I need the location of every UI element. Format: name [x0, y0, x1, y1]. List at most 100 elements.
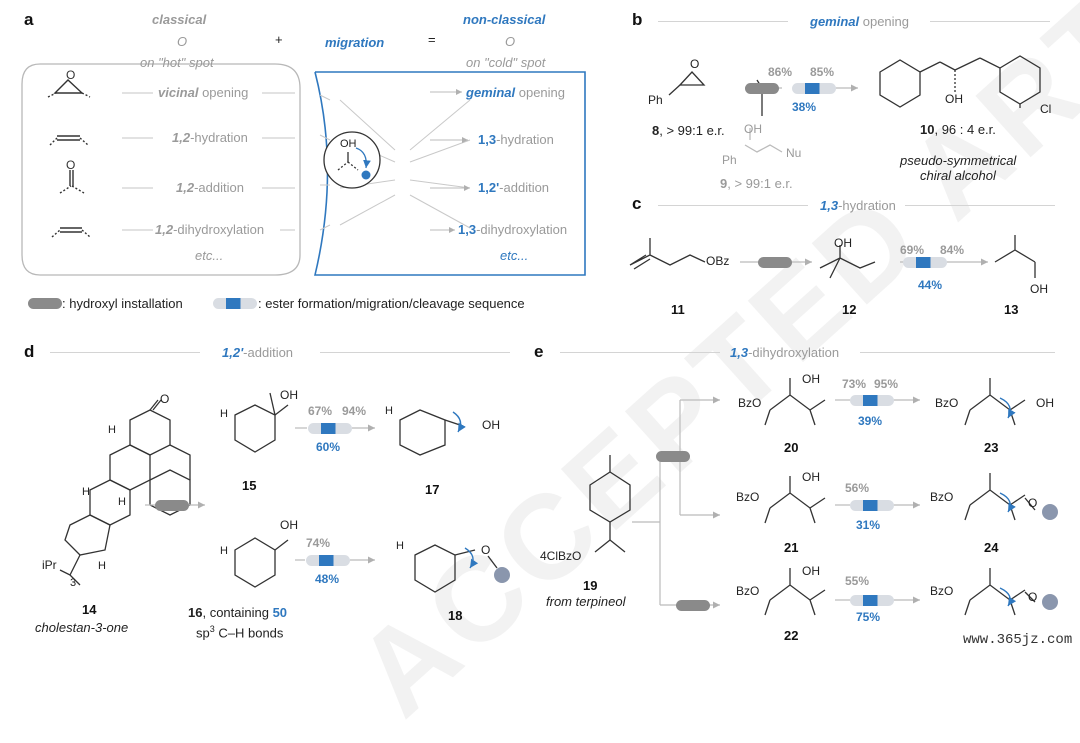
- h-label-4: H: [98, 560, 106, 572]
- h-label-2: H: [82, 486, 90, 498]
- oh-9: OH: [744, 122, 762, 136]
- row-right-hydration: 1,3-hydration: [478, 132, 554, 147]
- bzo-20: BzO: [738, 396, 762, 410]
- ester-19: 4ClBzO: [540, 549, 582, 563]
- panel-c-title: 1,3-hydration: [820, 198, 896, 213]
- ipr-14: iPr: [42, 558, 57, 572]
- b-yield-1: 86%: [768, 65, 793, 79]
- compound-8: 8, > 99:1 e.r.: [652, 123, 725, 138]
- terpineol-name: from terpineol: [546, 594, 626, 609]
- oh-20: OH: [802, 372, 820, 386]
- e-hydroxyl-pill-2: [676, 600, 710, 611]
- caption-10-line2: chiral alcohol: [920, 168, 996, 183]
- compound-12: 12: [842, 302, 857, 317]
- e21-ester-pill: [850, 500, 894, 511]
- legend-hydroxyl: : hydroxyl installation: [62, 296, 183, 311]
- row-left-hydration: 1,2-hydration: [172, 130, 248, 145]
- compound-16-line1: 16, containing 50: [188, 605, 288, 620]
- compound-16-line2: sp3 C–H bonds: [196, 624, 284, 641]
- oh-17: OH: [482, 418, 500, 432]
- e20-yield-2: 95%: [874, 377, 899, 391]
- hydroxyl-pill-icon: [28, 298, 62, 309]
- compound-18: 18: [448, 608, 463, 623]
- e20-ester-pill: [850, 395, 894, 406]
- migration-label: migration: [325, 35, 385, 50]
- e22-yield-2: 75%: [856, 610, 881, 624]
- hot-spot-label: on "hot" spot: [140, 55, 214, 70]
- compound-21: 21: [784, 540, 799, 555]
- bzo-23: BzO: [935, 396, 959, 410]
- row-right-dihydroxylation: 1,3-dihydroxylation: [458, 222, 568, 237]
- e-hydroxyl-pill-1: [656, 451, 690, 462]
- row-left-addition: 1,2-addition: [176, 180, 244, 195]
- nonclassical-label: non-classical: [463, 12, 546, 27]
- o-25: O: [1028, 590, 1038, 604]
- d16-ester-pill: [306, 555, 350, 566]
- e20-yield-1: 73%: [842, 377, 867, 391]
- c-hydroxyl-pill: [758, 257, 792, 268]
- compound-15: 15: [242, 478, 257, 493]
- o-24: O: [1028, 496, 1038, 510]
- row-right-addition: 1,2'-addition: [478, 180, 550, 195]
- h-16: H: [220, 545, 228, 557]
- e20-yield-3: 39%: [858, 414, 883, 428]
- nu-9: Nu: [786, 146, 802, 160]
- e22-ester-pill: [850, 595, 894, 606]
- ph-8: Ph: [648, 93, 663, 107]
- panel-e-letter: e: [534, 342, 544, 361]
- bzo-22: BzO: [736, 584, 760, 598]
- compound-22: 22: [784, 628, 799, 643]
- oh-13: OH: [1030, 282, 1048, 296]
- row-left-dihydroxylation: 1,2-dihydroxylation: [155, 222, 265, 237]
- b-yield-3: 38%: [792, 100, 817, 114]
- classical-label: classical: [152, 12, 207, 27]
- oh-21: OH: [802, 470, 820, 484]
- e21-yield-1: 56%: [845, 481, 870, 495]
- bzo-21: BzO: [736, 490, 760, 504]
- bzo-24: BzO: [930, 490, 954, 504]
- h-17: H: [385, 405, 393, 417]
- d15-ester-pill: [308, 423, 352, 434]
- e22-yield-1: 55%: [845, 574, 870, 588]
- obz-11: OBz: [706, 254, 730, 268]
- cl-10: Cl: [1040, 102, 1052, 116]
- svg-text:O: O: [66, 68, 75, 82]
- compound-24: 24: [984, 540, 999, 555]
- b-yield-2: 85%: [810, 65, 835, 79]
- etc-left: etc...: [195, 248, 224, 263]
- h-18: H: [396, 540, 404, 552]
- equals-sign: =: [428, 32, 436, 47]
- b-hydroxyl-pill: [745, 83, 779, 94]
- d16-yield-1: 74%: [306, 536, 331, 550]
- o-8: O: [690, 57, 700, 71]
- d15-yield-3: 60%: [316, 440, 341, 454]
- panel-e-title: 1,3-dihydroxylation: [730, 345, 840, 360]
- d16-yield-2: 48%: [315, 572, 340, 586]
- e21-yield-2: 31%: [856, 518, 881, 532]
- legend-ester: : ester formation/migration/cleavage seq…: [258, 296, 525, 311]
- panel-a-letter: a: [24, 10, 34, 29]
- panel-b-letter: b: [632, 10, 643, 29]
- ester-pill-icon: [213, 298, 257, 309]
- nonclassical-bracket: [313, 71, 586, 276]
- compound-17: 17: [425, 482, 440, 497]
- oh-16: OH: [280, 518, 298, 532]
- oh-12: OH: [834, 236, 852, 250]
- compound-13: 13: [1004, 302, 1019, 317]
- center-oh: OH: [340, 138, 357, 150]
- o-14: O: [160, 392, 170, 406]
- h-label-1: H: [108, 424, 116, 436]
- c-yield-1: 69%: [900, 243, 925, 257]
- cold-spot-label: on "cold" spot: [466, 55, 546, 70]
- c-ester-pill: [903, 257, 947, 268]
- d-hydroxyl-pill: [155, 500, 189, 511]
- oh-22: OH: [802, 564, 820, 578]
- site-watermark: www.365jz.com: [960, 632, 1076, 648]
- c-yield-2: 84%: [940, 243, 965, 257]
- row-left-vicinal: vicinal opening: [158, 85, 249, 100]
- compound-14: 14: [82, 602, 97, 617]
- classical-o: O: [177, 34, 188, 49]
- h-15: H: [220, 408, 228, 420]
- panel-c-letter: c: [632, 194, 642, 213]
- ph-9: Ph: [722, 153, 737, 167]
